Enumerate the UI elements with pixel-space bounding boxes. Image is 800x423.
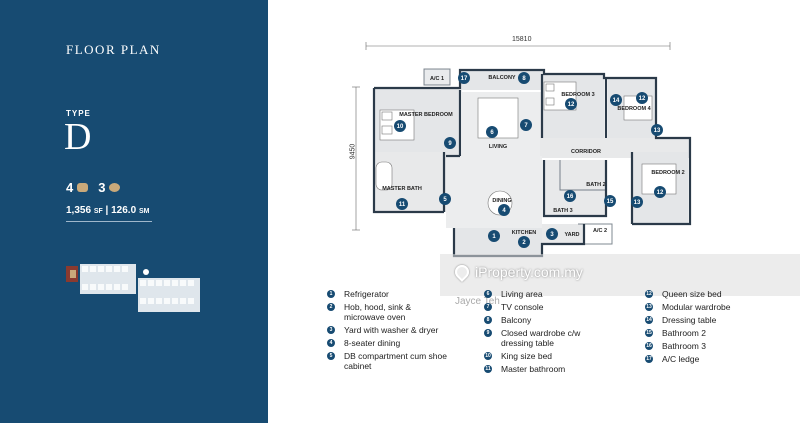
svg-text:12: 12 [639, 96, 646, 102]
svg-text:15: 15 [607, 199, 614, 205]
bathroom-count: 3 [98, 180, 106, 195]
marker-13: 13 [631, 196, 643, 208]
marker-16: 16 [564, 190, 576, 202]
area-text: 1,356 SF | 126.0 SM [66, 205, 150, 216]
room-bedroom4: BEDROOM 4 [617, 106, 651, 112]
svg-text:1: 1 [492, 234, 496, 240]
marker-14: 14 [610, 94, 622, 106]
marker-15: 15 [604, 195, 616, 207]
marker-9: 9 [444, 137, 456, 149]
marker-12: 12 [654, 186, 666, 198]
area-sm-unit: SM [138, 208, 150, 215]
svg-text:3: 3 [550, 232, 554, 238]
marker-8: 8 [518, 72, 530, 84]
floor-plan-heading: FLOOR PLAN [66, 42, 161, 57]
svg-text:12: 12 [657, 190, 664, 196]
svg-text:10: 10 [397, 124, 404, 130]
svg-text:17: 17 [461, 76, 468, 82]
room-living: LIVING [489, 144, 507, 150]
svg-text:14: 14 [613, 98, 620, 104]
marker-6: 6 [486, 126, 498, 138]
svg-text:12: 12 [568, 102, 575, 108]
marker-12: 12 [636, 92, 648, 104]
room-ac1: A/C 1 [430, 76, 444, 82]
marker-12: 12 [565, 98, 577, 110]
svg-text:6: 6 [490, 130, 494, 136]
marker-4: 4 [498, 204, 510, 216]
room-corridor: CORRIDOR [571, 149, 601, 155]
marker-2: 2 [518, 236, 530, 248]
svg-text:5: 5 [443, 197, 447, 203]
type-value: D [64, 116, 92, 158]
width-dimension: 15810 [512, 36, 532, 43]
svg-text:13: 13 [654, 128, 661, 134]
room-balcony: BALCONY [488, 75, 516, 81]
room-bedroom2: BEDROOM 2 [651, 170, 684, 176]
marker-13: 13 [651, 124, 663, 136]
watermark-brand: iProperty.com.my [452, 262, 583, 282]
svg-text:11: 11 [399, 202, 406, 208]
room-yard: YARD [564, 232, 579, 238]
room-dining: DINING [492, 198, 511, 204]
svg-text:2: 2 [522, 240, 526, 246]
marker-11: 11 [396, 198, 408, 210]
location-pin-icon [452, 262, 472, 282]
room-master-bedroom: MASTER BEDROOM [399, 112, 453, 118]
svg-text:16: 16 [567, 194, 574, 200]
type-label: TYPE [66, 109, 91, 118]
room-ac2: A/C 2 [593, 228, 607, 234]
area-sf: 1,356 [66, 205, 92, 216]
room-bedroom3: BEDROOM 3 [561, 92, 594, 98]
info-sidebar: FLOOR PLAN TYPE D 4 3 1,356 SF | 126.0 S… [0, 0, 268, 423]
svg-text:4: 4 [502, 208, 506, 214]
divider [66, 221, 152, 222]
area-sf-unit: SF [93, 208, 103, 215]
svg-text:8: 8 [522, 76, 526, 82]
marker-10: 10 [394, 120, 406, 132]
marker-1: 1 [488, 230, 500, 242]
bath-icon [109, 183, 121, 192]
room-bath3: BATH 3 [553, 208, 572, 214]
room-bath2: BATH 2 [586, 182, 605, 188]
width-dimension-line [365, 42, 671, 50]
marker-5: 5 [439, 193, 451, 205]
room-master-bath: MASTER BATH [382, 186, 422, 192]
bedroom-count: 4 [66, 180, 74, 195]
height-dimension-line [352, 86, 360, 231]
floor-plan-diagram: A/C 1 BALCONY MASTER BEDROOM LIVING BEDR… [372, 68, 692, 258]
bed-icon [77, 183, 89, 192]
marker-17: 17 [458, 72, 470, 84]
marker-7: 7 [520, 119, 532, 131]
marker-3: 3 [546, 228, 558, 240]
area-sm: 126.0 [111, 205, 137, 216]
watermark-brand-text: iProperty.com.my [475, 264, 583, 280]
key-plan-diagram [66, 264, 200, 312]
svg-text:13: 13 [634, 200, 641, 206]
watermark-band [440, 254, 800, 296]
room-count: 4 3 [66, 180, 126, 195]
svg-text:7: 7 [524, 123, 528, 129]
watermark-user: Jayce Teh [455, 296, 500, 307]
room-kitchen: KITCHEN [512, 230, 536, 236]
svg-text:9: 9 [448, 141, 452, 147]
